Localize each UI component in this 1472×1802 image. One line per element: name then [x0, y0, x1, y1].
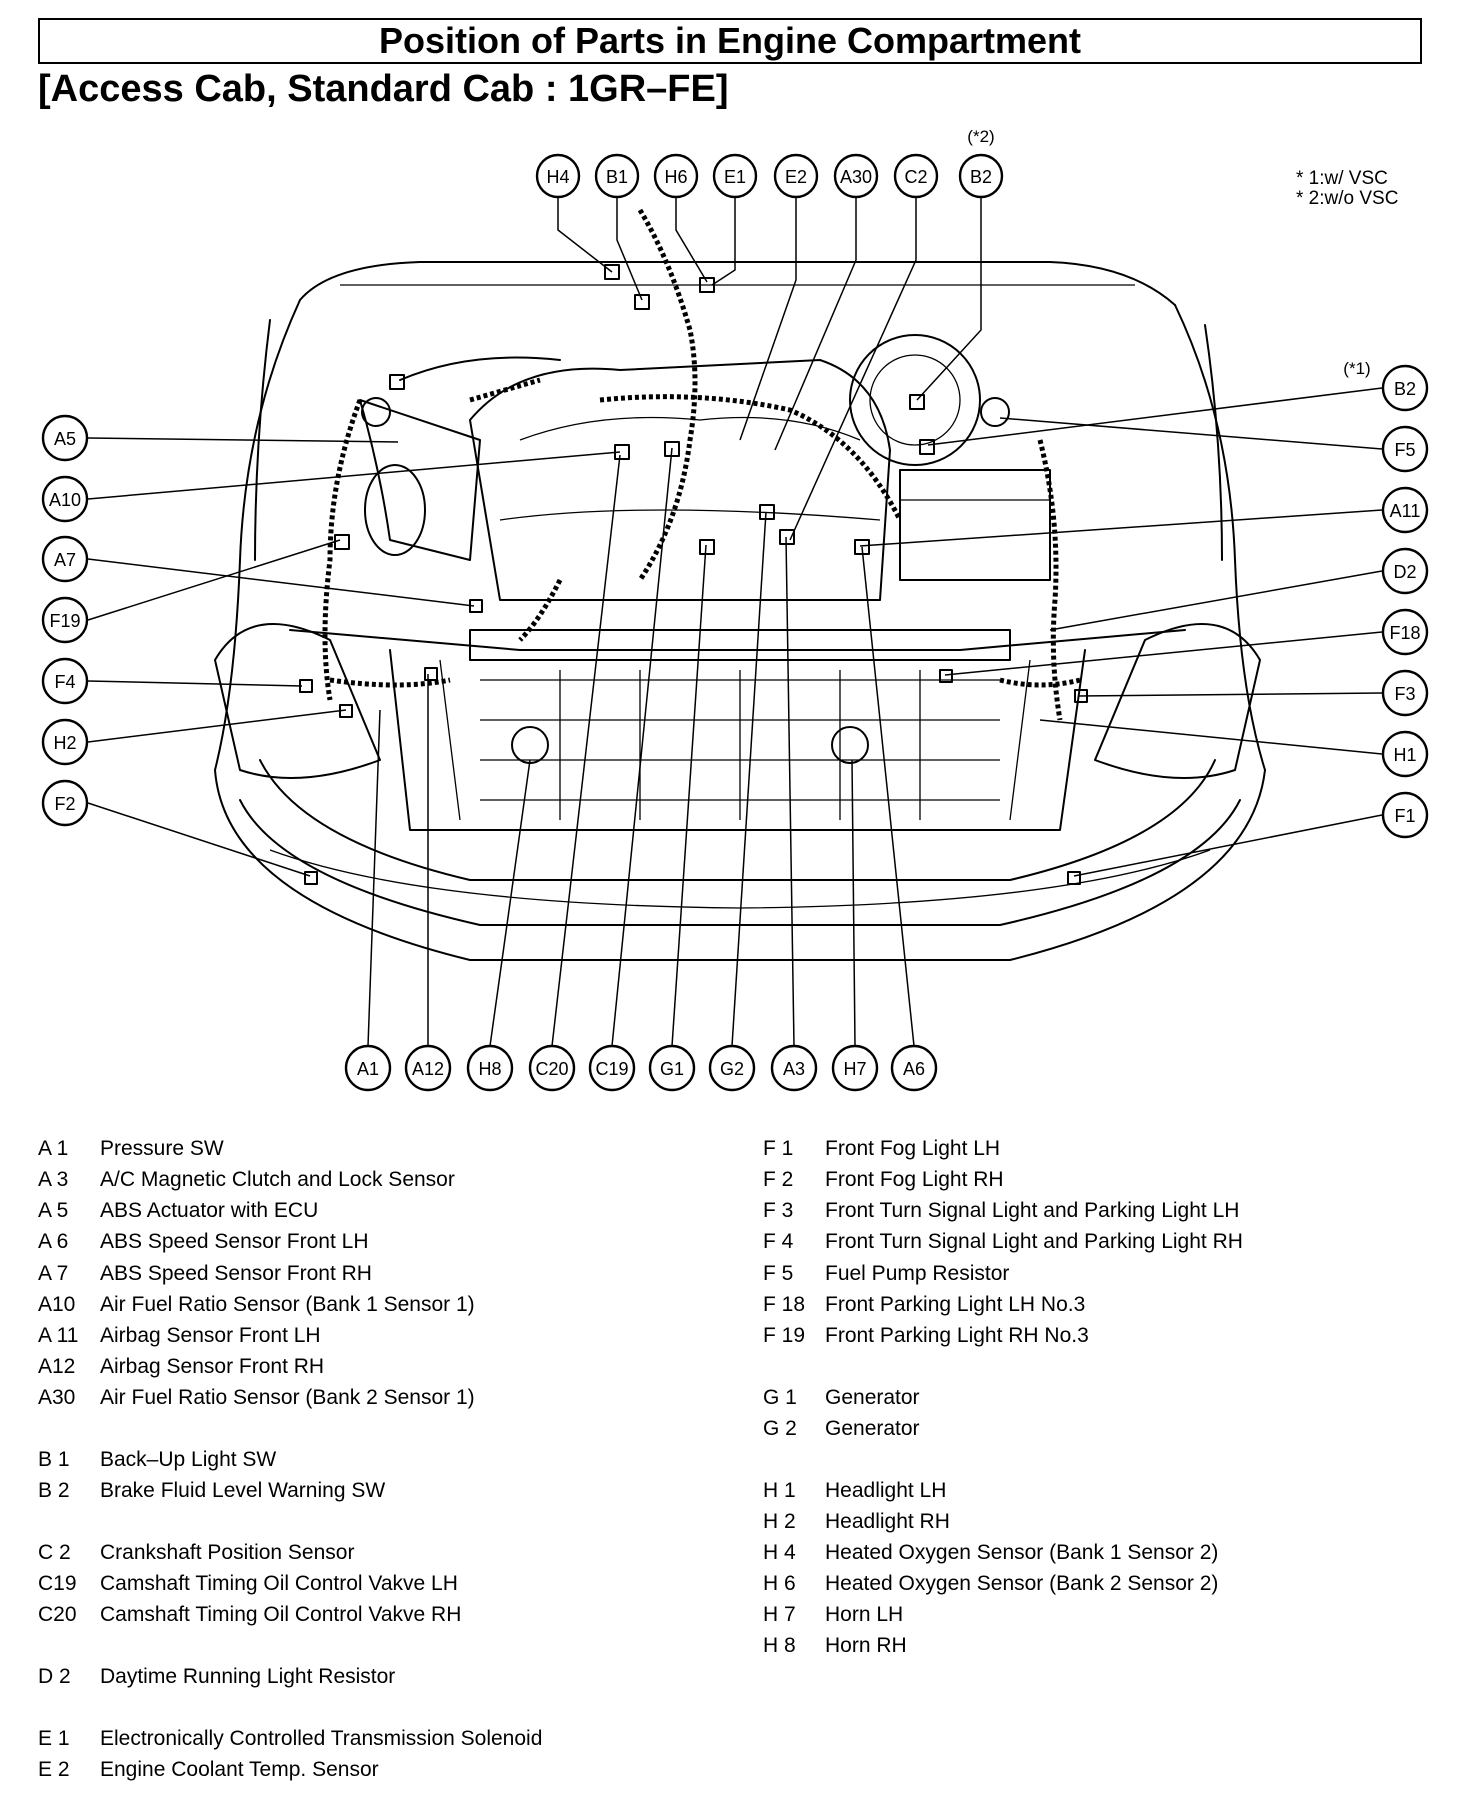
footnote-vsc: * 1:w/ VSC [1296, 168, 1388, 189]
svg-text:H4: H4 [546, 167, 569, 187]
svg-text:A1: A1 [357, 1059, 379, 1079]
callouts-bottom: A1 A12 H8 C20 C19 G1 G2 A3 H7 A6 [344, 1044, 938, 1092]
callout-a12: A12 [404, 1044, 452, 1092]
callout-e1: E1 [712, 153, 758, 199]
callout-c20: C20 [528, 1044, 576, 1092]
svg-text:F18: F18 [1389, 623, 1420, 643]
callout-g2: G2 [708, 1044, 756, 1092]
callout-c2: C2 [893, 153, 939, 199]
svg-text:F3: F3 [1394, 684, 1415, 704]
svg-text:A11: A11 [1390, 501, 1421, 521]
callout-f4: F4 [41, 657, 89, 705]
svg-text:A10: A10 [49, 490, 81, 510]
callout-h1: H1 [1381, 730, 1429, 778]
svg-text:H8: H8 [478, 1059, 501, 1079]
callout-h8: H8 [466, 1044, 514, 1092]
engine-compartment-diagram: (*2) (*1) H4 B1 H6 E1 E2 A30 C2 B2 A5 A1… [41, 127, 1429, 1092]
callout-a10: A10 [41, 475, 89, 523]
callout-f2: F2 [41, 779, 89, 827]
svg-text:B2: B2 [970, 167, 992, 187]
callout-e2: E2 [773, 153, 819, 199]
callout-a7: A7 [41, 535, 89, 583]
svg-text:A7: A7 [54, 550, 76, 570]
callout-g1: G1 [648, 1044, 696, 1092]
svg-text:F1: F1 [1394, 806, 1415, 826]
svg-text:B1: B1 [606, 167, 628, 187]
footnote-no-vsc: * 2:w/o VSC [1296, 188, 1399, 209]
page-subtitle: [Access Cab, Standard Cab : 1GR–FE] [38, 68, 729, 110]
svg-text:G2: G2 [720, 1059, 744, 1079]
callout-b2-right: B2 [1381, 364, 1429, 412]
svg-text:A6: A6 [903, 1059, 925, 1079]
callout-h4: H4 [535, 153, 581, 199]
callout-h6: H6 [653, 153, 699, 199]
callout-h7: H7 [831, 1044, 879, 1092]
callout-tag-star2: (*2) [967, 127, 994, 146]
callouts-top: H4 B1 H6 E1 E2 A30 C2 B2 [535, 153, 1004, 199]
svg-text:H6: H6 [664, 167, 687, 187]
callout-h2: H2 [41, 718, 89, 766]
leader-lines [87, 198, 1383, 1047]
svg-text:F2: F2 [54, 794, 75, 814]
callout-a5: A5 [41, 414, 89, 462]
svg-text:F4: F4 [54, 672, 75, 692]
callout-f1: F1 [1381, 791, 1429, 839]
callout-f19: F19 [41, 596, 89, 644]
callout-a3: A3 [770, 1044, 818, 1092]
callout-c19: C19 [588, 1044, 636, 1092]
callouts-left: A5 A10 A7 F19 F4 H2 F2 [41, 414, 89, 827]
callout-b1: B1 [594, 153, 640, 199]
page-title: Position of Parts in Engine Compartment [38, 18, 1422, 64]
svg-text:D2: D2 [1393, 562, 1416, 582]
svg-text:F5: F5 [1394, 440, 1415, 460]
svg-text:H1: H1 [1393, 745, 1416, 765]
svg-text:A12: A12 [412, 1059, 444, 1079]
svg-text:A3: A3 [783, 1059, 805, 1079]
svg-text:A30: A30 [840, 167, 872, 187]
callout-f5: F5 [1381, 425, 1429, 473]
svg-text:F19: F19 [49, 611, 80, 631]
callout-a1: A1 [344, 1044, 392, 1092]
callout-a11: A11 [1381, 486, 1429, 534]
callout-tag-star1: (*1) [1343, 359, 1370, 378]
callout-d2: D2 [1381, 547, 1429, 595]
callout-f18: F18 [1381, 608, 1429, 656]
callout-a30: A30 [833, 153, 879, 199]
engine-illustration [214, 208, 1266, 961]
svg-text:H7: H7 [843, 1059, 866, 1079]
svg-text:A5: A5 [54, 429, 76, 449]
svg-text:H2: H2 [53, 733, 76, 753]
svg-text:C19: C19 [595, 1059, 628, 1079]
svg-text:E1: E1 [724, 167, 746, 187]
svg-text:G1: G1 [660, 1059, 684, 1079]
callout-f3: F3 [1381, 669, 1429, 717]
callout-b2-top: B2 [958, 153, 1004, 199]
svg-text:E2: E2 [785, 167, 807, 187]
svg-text:C2: C2 [904, 167, 927, 187]
callouts-right: B2 F5 A11 D2 F18 F3 H1 F1 [1381, 364, 1429, 839]
svg-text:C20: C20 [535, 1059, 568, 1079]
callout-a6: A6 [890, 1044, 938, 1092]
svg-text:B2: B2 [1394, 379, 1416, 399]
